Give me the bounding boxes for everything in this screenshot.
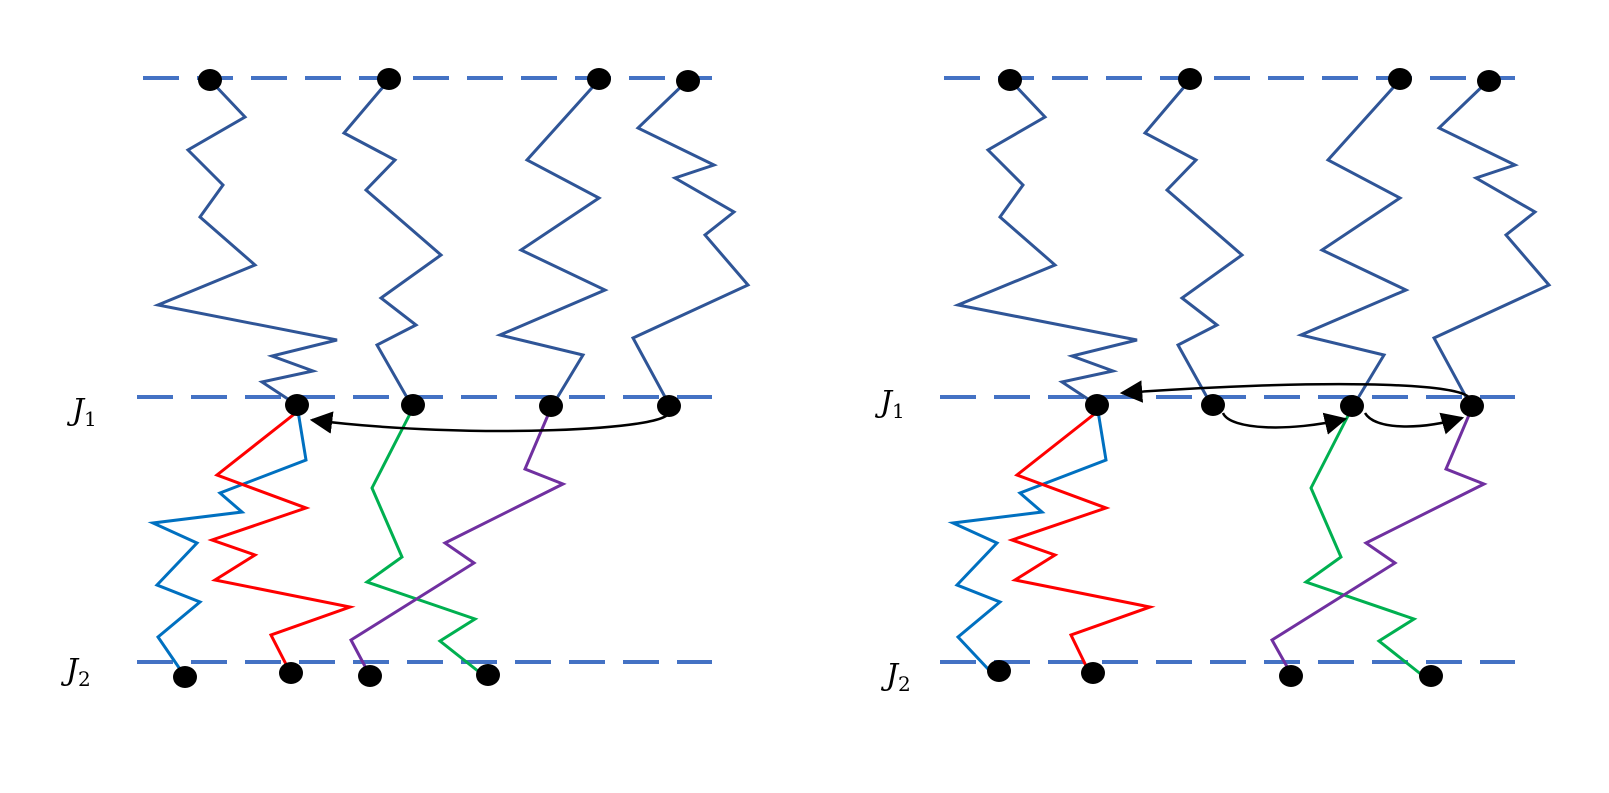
node bbox=[476, 664, 500, 686]
node bbox=[1388, 68, 1412, 90]
node bbox=[173, 666, 197, 688]
j1-label: J1 bbox=[874, 385, 905, 423]
node bbox=[657, 395, 681, 417]
node bbox=[1201, 394, 1225, 416]
node bbox=[1085, 394, 1109, 416]
swap-arrow bbox=[309, 410, 670, 434]
nodes bbox=[987, 68, 1501, 687]
upper-path-4 bbox=[630, 78, 751, 409]
node bbox=[377, 68, 401, 90]
upper-path-4 bbox=[1431, 78, 1552, 409]
lower-path-green bbox=[1302, 407, 1428, 681]
upper-path-3 bbox=[1296, 78, 1410, 409]
left-panel: J1 J2 bbox=[60, 68, 751, 691]
node bbox=[279, 662, 303, 684]
lower-path-purple bbox=[349, 407, 567, 673]
node bbox=[1419, 665, 1443, 687]
node bbox=[1279, 665, 1303, 687]
node bbox=[401, 394, 425, 416]
j2-label: J2 bbox=[880, 658, 911, 696]
upper-path-1 bbox=[152, 78, 338, 407]
node bbox=[198, 69, 222, 91]
upper-path-2 bbox=[341, 79, 444, 409]
upper-path-2 bbox=[1142, 79, 1245, 409]
cycle-arrow-left bbox=[1221, 412, 1348, 435]
node bbox=[358, 665, 382, 687]
node bbox=[1081, 662, 1105, 684]
upper-path-3 bbox=[495, 78, 609, 409]
node bbox=[676, 70, 700, 92]
nodes bbox=[173, 68, 700, 688]
node bbox=[1340, 395, 1364, 417]
lower-path-red bbox=[207, 406, 356, 673]
right-panel: J1 J2 bbox=[874, 68, 1552, 696]
node bbox=[1477, 70, 1501, 92]
j2-label: J2 bbox=[60, 653, 91, 691]
lower-path-blue bbox=[147, 404, 308, 676]
node bbox=[1178, 68, 1202, 90]
lower-path-blue bbox=[947, 404, 1108, 672]
cycle-arrow-right bbox=[1363, 412, 1465, 435]
node bbox=[587, 68, 611, 90]
node bbox=[285, 394, 309, 416]
lower-path-red bbox=[1007, 406, 1156, 673]
node bbox=[539, 395, 563, 417]
upper-path-1 bbox=[952, 78, 1138, 407]
j1-label: J1 bbox=[66, 393, 97, 431]
lower-path-purple bbox=[1269, 407, 1488, 673]
cycle-arrow-top bbox=[1119, 380, 1472, 403]
node bbox=[1460, 395, 1484, 417]
node bbox=[987, 660, 1011, 682]
node bbox=[998, 69, 1022, 91]
lower-path-green bbox=[363, 407, 489, 681]
